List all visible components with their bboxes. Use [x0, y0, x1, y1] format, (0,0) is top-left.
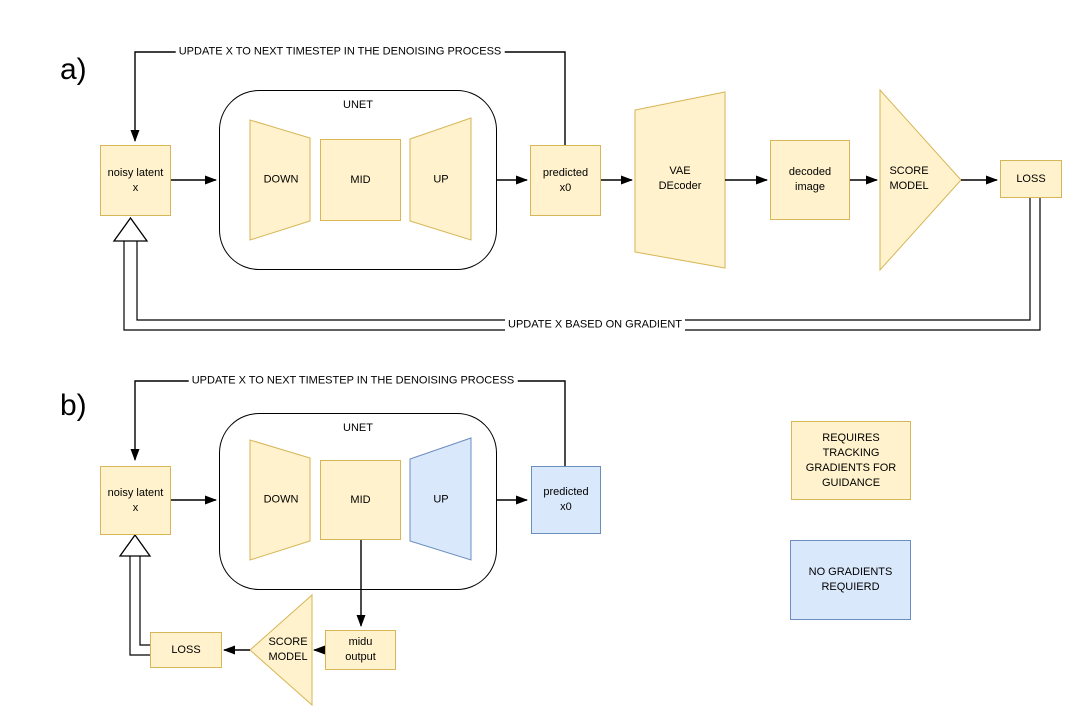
- b-score-model-label: SCORE MODEL: [268, 636, 308, 663]
- section-b-label: b): [60, 389, 87, 422]
- a-down-label: DOWN: [263, 173, 299, 186]
- a-unet-title: UNET: [343, 99, 373, 111]
- legend-requires-gradients-box: REQUIRES TRACKING GRADIENTS FOR GUIDANCE: [791, 421, 911, 500]
- b-loop-outer-line: [129, 556, 150, 656]
- b-top-loop-label: UPDATE X TO NEXT TIMESTEP IN THE DENOISI…: [188, 374, 518, 388]
- b-down-trapezoid: [249, 439, 311, 561]
- b-loss-box: LOSS: [150, 632, 222, 668]
- b-unet-title: UNET: [343, 422, 373, 434]
- b-score-model-triangle: [249, 593, 313, 707]
- a-score-model-triangle: [879, 88, 962, 272]
- b-loop-arrowhead: [118, 533, 152, 557]
- b-up-label: UP: [433, 493, 449, 506]
- section-a-label: a): [60, 53, 87, 86]
- b-down-label: DOWN: [263, 493, 299, 506]
- a-up-label: UP: [433, 173, 449, 186]
- a-bottom-loop-arrowhead: [112, 216, 149, 242]
- legend-no-gradients-box: NO GRADIENTS REQUIERD: [790, 540, 911, 620]
- a-unet-container: [219, 90, 497, 270]
- a-decoded-image-box: decoded image: [770, 140, 850, 220]
- a-top-loop-label: UPDATE X TO NEXT TIMESTEP IN THE DENOISI…: [175, 45, 505, 59]
- b-mid-box: MID: [320, 460, 401, 540]
- a-score-model-label: SCORE MODEL: [889, 165, 929, 192]
- b-predicted-x0-box: predicted x0: [531, 466, 601, 534]
- a-noisy-latent-box: noisy latent x: [100, 145, 171, 216]
- a-down-trapezoid: [249, 119, 311, 241]
- a-loss-box: LOSS: [1000, 160, 1062, 198]
- a-vae-decoder-label: VAE DEcoder: [658, 165, 702, 192]
- a-mid-box: MID: [320, 139, 401, 221]
- b-loop-inner-line: [139, 556, 150, 646]
- b-noisy-latent-box: noisy latent x: [100, 466, 171, 535]
- b-midu-output-box: midu output: [325, 630, 396, 670]
- a-predicted-x0-box: predicted x0: [530, 145, 601, 216]
- a-vae-decoder-trapezoid: [634, 91, 726, 269]
- b-unet-container: [219, 413, 497, 590]
- a-bottom-loop-label: UPDATE X BASED ON GRADIENT: [505, 318, 685, 332]
